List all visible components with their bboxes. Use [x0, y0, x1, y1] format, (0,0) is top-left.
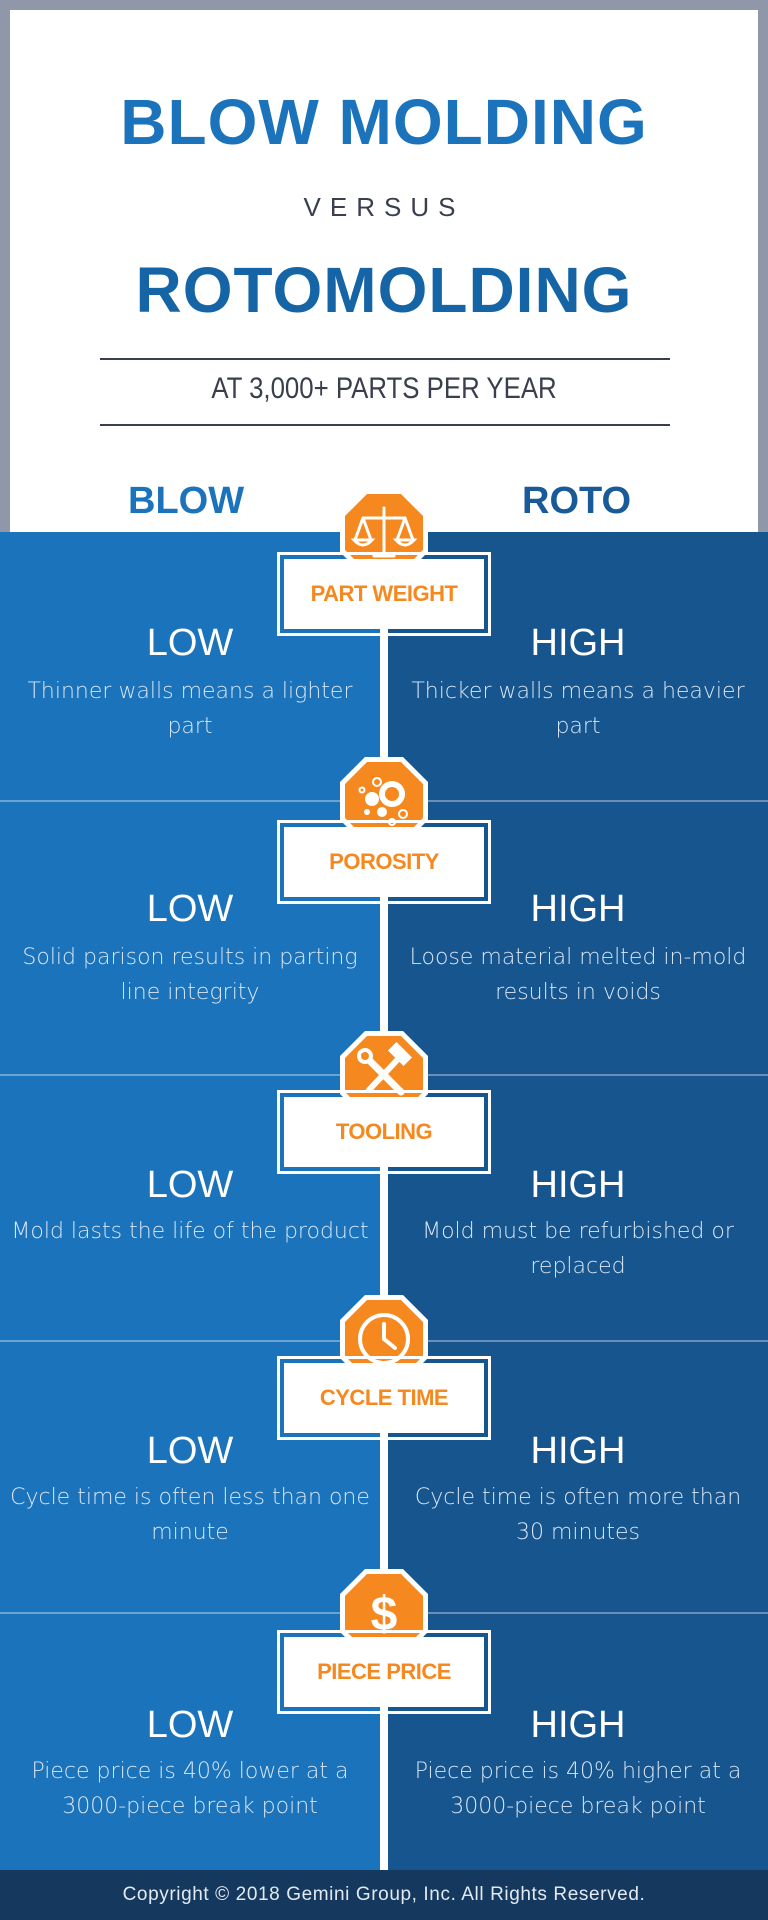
- roto-rating: HIGH: [530, 1430, 626, 1472]
- category-label: CYCLE TIME: [284, 1363, 484, 1433]
- blow-description: Thinner walls means a lighter part: [27, 679, 353, 739]
- category-box-piece-price: PIECE PRICE: [277, 1630, 491, 1714]
- subtitle: AT 3,000+ PARTS PER YEAR: [211, 372, 557, 405]
- roto-rating: HIGH: [530, 622, 626, 664]
- title-blow-molding: BLOW MOLDING: [120, 86, 648, 158]
- divider-top: [100, 358, 670, 360]
- blow-rating: LOW: [146, 1430, 234, 1472]
- category-label: PART WEIGHT: [284, 559, 484, 629]
- category-box-cycle-time: CYCLE TIME: [277, 1356, 491, 1440]
- copyright-text: Copyright © 2018 Gemini Group, Inc. All …: [122, 1884, 646, 1905]
- divider-bottom: [100, 424, 670, 426]
- blow-description: Mold lasts the life of the product: [11, 1219, 369, 1244]
- blow-rating: LOW: [146, 888, 234, 930]
- blow-description: Cycle time is often less than one minute: [10, 1485, 370, 1545]
- category-label: POROSITY: [284, 827, 484, 897]
- blow-description: Piece price is 40% lower at a 3000-piece…: [31, 1759, 349, 1819]
- roto-description: Mold must be refurbished or replaced: [422, 1219, 734, 1279]
- category-box-tooling: TOOLING: [277, 1090, 491, 1174]
- blow-rating: LOW: [146, 622, 234, 664]
- header-panel: BLOW MOLDING VERSUS ROTOMOLDING AT 3,000…: [10, 10, 758, 532]
- blow-rating: LOW: [146, 1164, 234, 1206]
- roto-description: Piece price is 40% higher at a 3000-piec…: [414, 1759, 742, 1819]
- category-label: TOOLING: [284, 1097, 484, 1167]
- roto-description: Loose material melted in-mold results in…: [409, 945, 747, 1005]
- scale-icon: [337, 486, 431, 580]
- footer: Copyright © 2018 Gemini Group, Inc. All …: [0, 1870, 768, 1920]
- roto-rating: HIGH: [530, 1704, 626, 1746]
- comparison-body: PART WEIGHT LOW HIGH Thinner walls means…: [0, 489, 768, 1870]
- column-heading-blow: BLOW: [128, 480, 245, 522]
- category-box-part-weight: PART WEIGHT: [277, 552, 491, 636]
- center-spine: [380, 532, 388, 1870]
- category-label: PIECE PRICE: [284, 1637, 484, 1707]
- blow-description: Solid parison results in parting line in…: [22, 945, 358, 1005]
- category-box-porosity: POROSITY: [277, 820, 491, 904]
- roto-description: Cycle time is often more than 30 minutes: [414, 1485, 742, 1545]
- roto-rating: HIGH: [530, 888, 626, 930]
- title-rotomolding: ROTOMOLDING: [135, 254, 633, 326]
- roto-rating: HIGH: [530, 1164, 626, 1206]
- blow-rating: LOW: [146, 1704, 234, 1746]
- roto-description: Thicker walls means a heavier part: [411, 679, 745, 739]
- column-heading-roto: ROTO: [522, 480, 632, 522]
- versus-label: VERSUS: [303, 192, 465, 222]
